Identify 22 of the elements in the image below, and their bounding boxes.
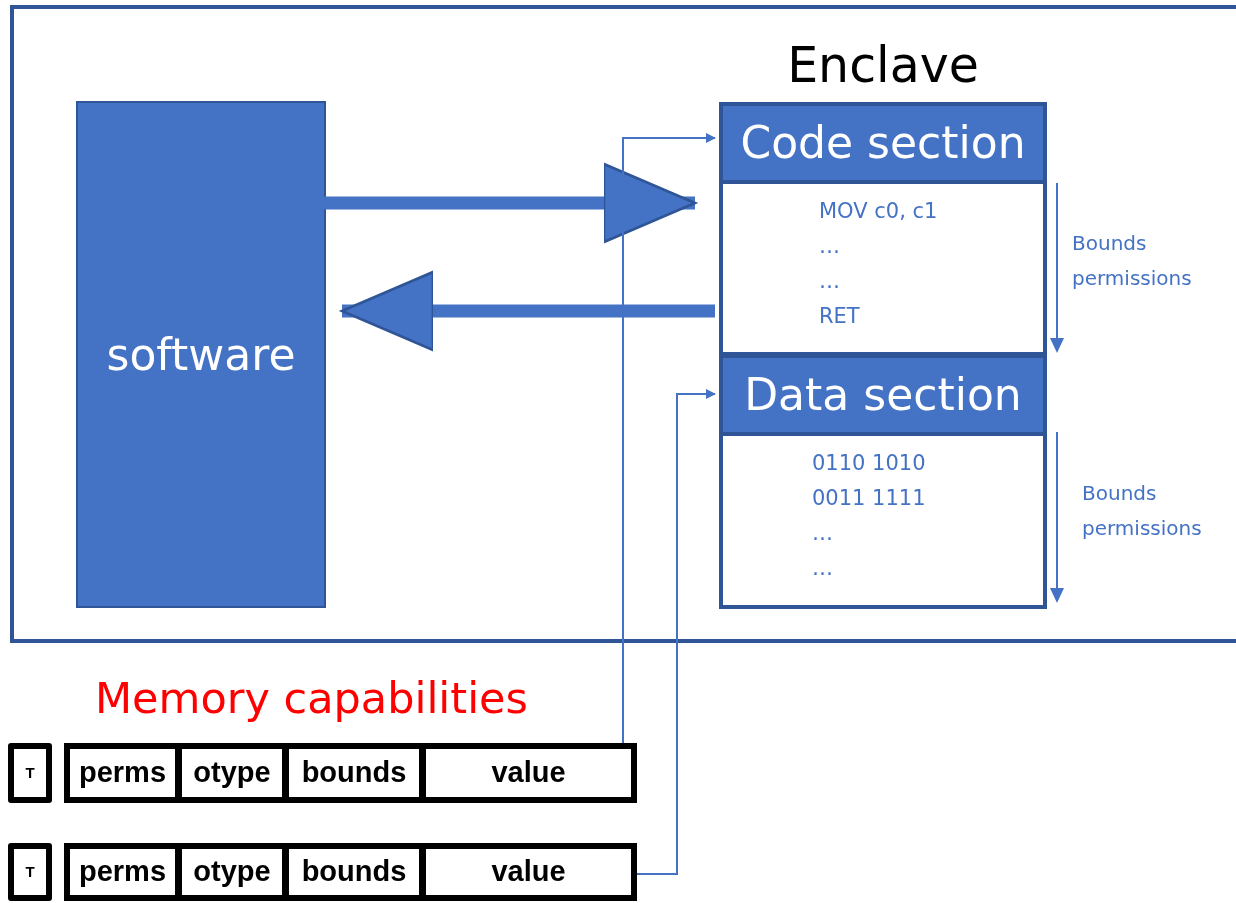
section-header: Data section [723,358,1043,436]
section-line: RET [819,303,860,330]
enclave-heading: Enclave [786,36,980,96]
frame-box [10,5,1236,643]
connector-arrow [622,133,716,744]
capability-field: T [8,743,52,803]
section-line: 0011 1111 [812,485,926,512]
software-block: software [76,101,326,608]
section-line: MOV c0, c1 [819,198,938,225]
section-line: … [812,520,833,547]
section-header: Code section [723,106,1043,184]
block-arrow [340,270,715,352]
section-title: Memory capabilities [95,672,528,725]
side-note: Bounds permissions [1082,480,1203,542]
section-line: … [812,555,833,582]
connector-arrow [636,389,716,875]
block-arrow [322,162,697,244]
section-line: … [819,268,840,295]
capability-field: T [8,843,52,901]
side-note: Bounds permissions [1072,230,1193,292]
section-line: … [819,233,840,260]
section-line: 0110 1010 [812,450,926,477]
